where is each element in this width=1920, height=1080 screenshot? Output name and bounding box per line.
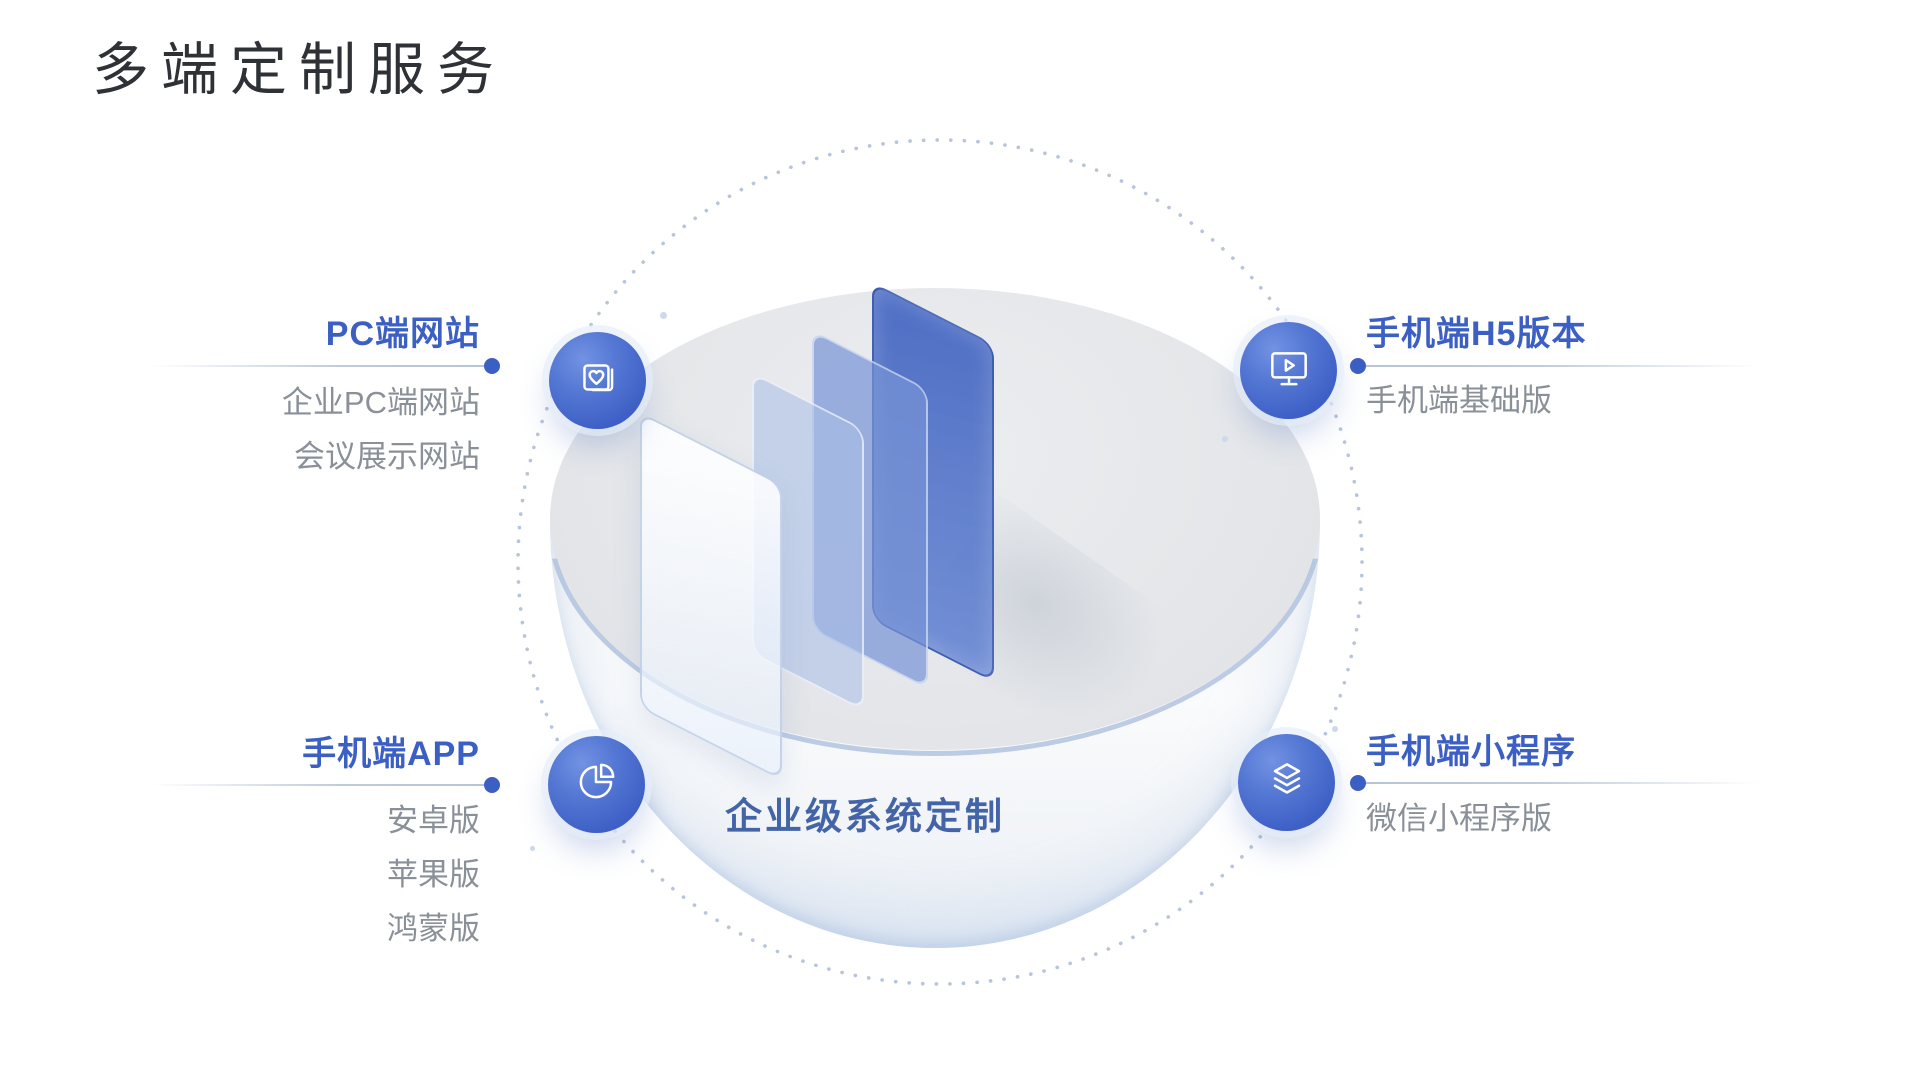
callout-title: 手机端小程序 — [1366, 733, 1576, 771]
sparkle-dot — [1222, 436, 1228, 442]
cards-heart-icon — [573, 353, 623, 408]
callout-connector-line — [1350, 358, 1760, 374]
callout-connector-line — [150, 777, 500, 793]
page-title: 多端定制服务 — [92, 38, 506, 102]
center-label: 企业级系统定制 — [725, 796, 1005, 837]
callout-item-list: 企业PC端网站 会议展示网站 — [282, 376, 480, 484]
mobile-h5-badge — [1240, 322, 1337, 419]
callout-connector-line — [1350, 775, 1760, 791]
monitor-play-icon — [1264, 343, 1314, 398]
pie-chart-icon — [572, 757, 622, 812]
callout-item: 鸿蒙版 — [387, 911, 480, 946]
pc-website-badge — [549, 332, 646, 429]
callout-connector-line — [150, 358, 500, 374]
callout-dot — [484, 358, 500, 374]
callout-mobile-app: 手机端APP 安卓版 苹果版 鸿蒙版 — [150, 726, 500, 966]
callout-pc-website: PC端网站 企业PC端网站 会议展示网站 — [150, 306, 500, 486]
callout-dot — [484, 777, 500, 793]
callout-title: 手机端H5版本 — [1366, 315, 1587, 353]
callout-item: 企业PC端网站 — [281, 385, 480, 420]
callout-item: 安卓版 — [387, 803, 480, 838]
sparkle-dot — [530, 846, 535, 851]
callout-dot — [1350, 775, 1366, 791]
callout-item-list: 微信小程序版 — [1366, 792, 1552, 846]
callout-item: 苹果版 — [387, 857, 480, 892]
callout-title: 手机端APP — [302, 735, 480, 773]
sparkle-dot — [660, 312, 667, 319]
callout-title: PC端网站 — [325, 315, 480, 353]
callout-mini-program: 手机端小程序 微信小程序版 — [1350, 724, 1768, 904]
layers-icon — [1262, 755, 1312, 810]
mobile-app-badge — [548, 736, 645, 833]
mini-program-badge — [1238, 734, 1335, 831]
callout-mobile-h5: 手机端H5版本 手机端基础版 — [1350, 306, 1768, 486]
callout-item: 会议展示网站 — [294, 439, 480, 474]
callout-item: 手机端基础版 — [1366, 383, 1552, 418]
callout-item: 微信小程序版 — [1366, 801, 1552, 836]
sparkle-dot — [1332, 726, 1338, 732]
callout-dot — [1350, 358, 1366, 374]
callout-item-list: 安卓版 苹果版 鸿蒙版 — [387, 794, 480, 956]
callout-item-list: 手机端基础版 — [1366, 374, 1552, 428]
